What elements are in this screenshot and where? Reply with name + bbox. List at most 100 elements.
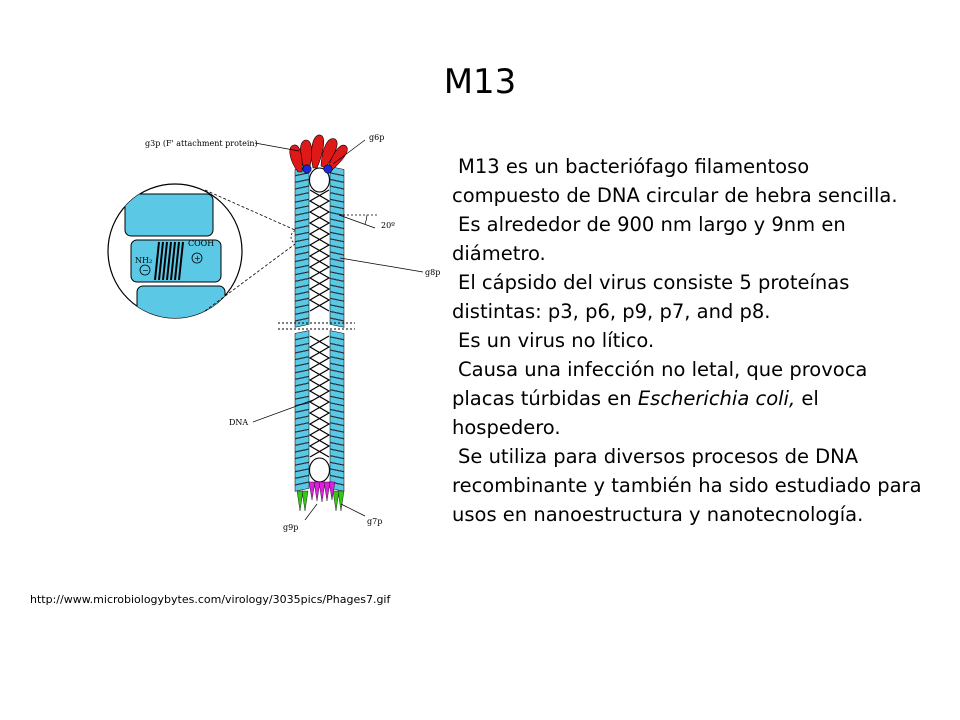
body-text: M13 es un bacteriófago filamentoso compu… <box>452 152 922 529</box>
coat-subunit-right <box>329 449 345 459</box>
coat-subunit-left <box>294 285 310 295</box>
coat-subunit-left <box>294 416 310 426</box>
paragraph-5-pre: Causa una infección no letal, que provoc… <box>452 358 868 410</box>
coat-subunit-left <box>294 219 310 229</box>
coat-subunit-left <box>294 265 310 275</box>
coat-subunit-left <box>294 232 310 242</box>
angle-label: 20º <box>381 221 395 230</box>
coat-subunit-right <box>329 298 345 308</box>
coat-subunit-right <box>329 402 345 413</box>
dna-strand <box>308 335 331 458</box>
dna-pointer <box>252 399 314 423</box>
coat-subunit-right <box>329 232 345 242</box>
coat-subunit-right <box>329 376 345 386</box>
g7p-pointer <box>340 503 366 517</box>
coat-subunit-right <box>329 205 345 216</box>
coat-subunit-left <box>294 462 310 472</box>
zoom-connector-top <box>204 189 296 231</box>
coat-subunit-right <box>329 343 345 353</box>
coat-subunit-left <box>294 468 310 479</box>
coat-subunit-left <box>294 350 310 360</box>
coat-subunit-left <box>294 238 310 249</box>
coat-subunit-right <box>329 304 345 315</box>
coat-subunit-right <box>329 356 345 367</box>
coat-subunit-right <box>329 245 345 255</box>
coat-subunit-right <box>329 219 345 229</box>
coat-subunit-right <box>329 285 345 295</box>
coat-subunit-right <box>329 442 345 452</box>
coat-subunit-right <box>329 350 345 360</box>
g6p-pointer <box>332 139 366 165</box>
paragraph-5: Causa una infección no letal, que provoc… <box>452 355 922 442</box>
paragraph-5-italic: Escherichia coli, <box>637 387 796 410</box>
coat-subunit-right <box>329 416 345 426</box>
g6p-label: g6p <box>369 133 384 142</box>
coat-subunit-left <box>294 336 310 347</box>
coat-subunit-right <box>329 311 345 321</box>
g3p-label: g3p (F' attachment protein) <box>145 139 258 148</box>
coat-subunit-right <box>329 330 345 340</box>
slide-title: M13 <box>443 62 517 102</box>
paragraph-6: Se utiliza para diversos procesos de DNA… <box>452 445 922 526</box>
coat-subunit-left <box>294 304 310 315</box>
coat-subunit-left <box>294 245 310 255</box>
coat-subunit-left <box>294 271 310 282</box>
coat-subunit-left <box>294 449 310 459</box>
coat-subunit-left <box>294 369 310 380</box>
paragraph-3: El cápsido del virus consiste 5 proteína… <box>452 271 850 323</box>
coat-subunit-right <box>329 462 345 472</box>
coat-subunit-left <box>294 383 310 393</box>
g7p-label: g7p <box>367 517 382 526</box>
g9p-label: g9p <box>283 523 298 532</box>
coat-subunit-right <box>329 318 345 328</box>
coat-subunit-right <box>329 252 345 262</box>
coat-subunit-left <box>294 363 310 373</box>
coat-subunit-left <box>294 435 310 446</box>
coat-subunit-right <box>329 265 345 275</box>
coat-subunit-right <box>329 455 345 466</box>
paragraph-1: M13 es un bacteriófago filamentoso compu… <box>452 155 898 207</box>
m13-phage-diagram: COOH NH₂ + − <box>95 118 440 548</box>
source-link[interactable]: http://www.microbiologybytes.com/virolog… <box>30 593 391 606</box>
coat-subunit-left <box>294 442 310 452</box>
paragraph-5-post: el hospedero. <box>452 387 819 439</box>
coat-subunit-left <box>294 376 310 386</box>
g7p-proteins <box>308 481 336 503</box>
paragraph-2: Es alrededor de 900 nm largo y 9nm en di… <box>452 213 846 265</box>
coat-subunit-right <box>329 172 345 183</box>
coat-subunit-right <box>329 383 345 393</box>
coat-subunit-right <box>329 369 345 380</box>
g3p-attachment-proteins <box>289 134 348 173</box>
dna-loop-top <box>308 167 331 193</box>
coat-protein-block-top <box>124 193 214 237</box>
coat-subunit-left <box>294 356 310 367</box>
coat-subunit-right <box>329 186 345 196</box>
coat-subunit-right <box>329 422 345 433</box>
paragraph-4: Es un virus no lítico. <box>458 329 655 352</box>
coat-subunit-left <box>294 409 310 419</box>
coat-subunit-left <box>294 192 310 203</box>
dna-loop-bottom <box>308 457 331 483</box>
coat-subunit-left <box>294 225 310 236</box>
coat-subunit-right <box>329 396 345 406</box>
g8p-label: g8p <box>425 268 440 277</box>
g3p-pointer <box>254 142 300 152</box>
coat-subunit-left <box>294 258 310 269</box>
coat-subunit-right <box>329 192 345 203</box>
coat-subunit-left <box>294 179 310 189</box>
coat-subunit-right <box>329 278 345 288</box>
coat-subunit-right <box>329 468 345 479</box>
g9p-pointer <box>304 503 318 521</box>
g6p-protein-right <box>323 164 333 174</box>
coat-subunit-right <box>329 429 345 439</box>
coat-subunit-left <box>294 389 310 400</box>
coat-subunit-right <box>329 363 345 373</box>
nh2-label: NH₂ <box>135 256 152 265</box>
coat-subunit-right <box>329 238 345 249</box>
negative-charge-icon <box>139 264 151 276</box>
coat-subunit-left <box>294 205 310 216</box>
coat-subunit-right <box>329 179 345 189</box>
angle-arc <box>364 214 368 225</box>
coat-subunit-right <box>329 409 345 419</box>
